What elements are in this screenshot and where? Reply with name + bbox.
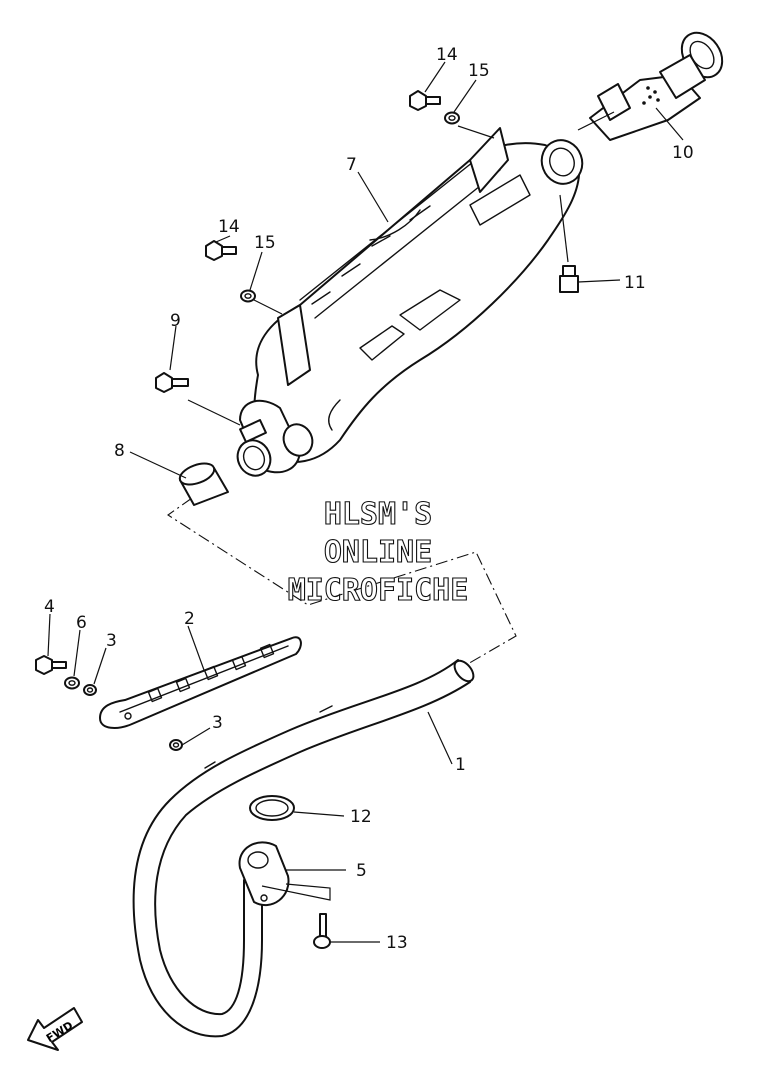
- callout-4: 4: [44, 597, 55, 617]
- exhaust-header-pipe[interactable]: [132, 657, 478, 1038]
- watermark-line-1: HLSM'S: [324, 497, 432, 532]
- washer[interactable]: [64, 676, 80, 690]
- muffler-washer-upper[interactable]: [444, 111, 460, 125]
- muffler-bolt-lower[interactable]: [205, 240, 237, 261]
- callout-12: 12: [350, 807, 372, 827]
- heat-protector[interactable]: [99, 636, 302, 729]
- collar-lower[interactable]: [169, 739, 183, 751]
- callout-2: 2: [184, 609, 195, 629]
- callout-14-upper: 14: [436, 45, 458, 65]
- assembly-phantom-line: [167, 497, 517, 666]
- callout-14-lower: 14: [218, 217, 240, 237]
- drain-screw[interactable]: [559, 265, 579, 293]
- clamp-bolt[interactable]: [155, 372, 189, 393]
- callout-15-upper: 15: [468, 61, 490, 81]
- callout-5: 5: [356, 861, 367, 881]
- tail-pipe[interactable]: [589, 25, 731, 141]
- forward-direction-arrow: FWD: [27, 1007, 83, 1051]
- muffler-bolt-upper[interactable]: [409, 90, 441, 111]
- gasket[interactable]: [249, 795, 295, 821]
- callout-7: 7: [346, 155, 357, 175]
- muffler[interactable]: [232, 127, 588, 481]
- callout-3-lower: 3: [212, 713, 223, 733]
- callout-8: 8: [114, 441, 125, 461]
- sleeve-gasket[interactable]: [177, 459, 229, 506]
- callout-9: 9: [170, 311, 181, 331]
- callout-6: 6: [76, 613, 87, 633]
- flange-bolt[interactable]: [313, 913, 331, 949]
- protector-bolt[interactable]: [35, 655, 67, 675]
- callout-3-upper: 3: [106, 631, 117, 651]
- watermark-line-3: MICROFICHE: [288, 573, 469, 608]
- muffler-washer-lower[interactable]: [240, 289, 256, 303]
- leader-lines: [47, 61, 684, 943]
- callout-labels: 1 2 3 3 4 5 6 7 8 9 10 11 12 13 14 14 15…: [44, 45, 694, 953]
- collar-upper[interactable]: [83, 684, 97, 696]
- watermark-line-2: ONLINE: [324, 535, 432, 570]
- watermark: HLSM'S ONLINE MICROFICHE: [287, 496, 469, 608]
- callout-10: 10: [672, 143, 694, 163]
- callout-15-lower: 15: [254, 233, 276, 253]
- callout-11: 11: [624, 273, 646, 293]
- callout-13: 13: [386, 933, 408, 953]
- callout-1: 1: [455, 755, 466, 775]
